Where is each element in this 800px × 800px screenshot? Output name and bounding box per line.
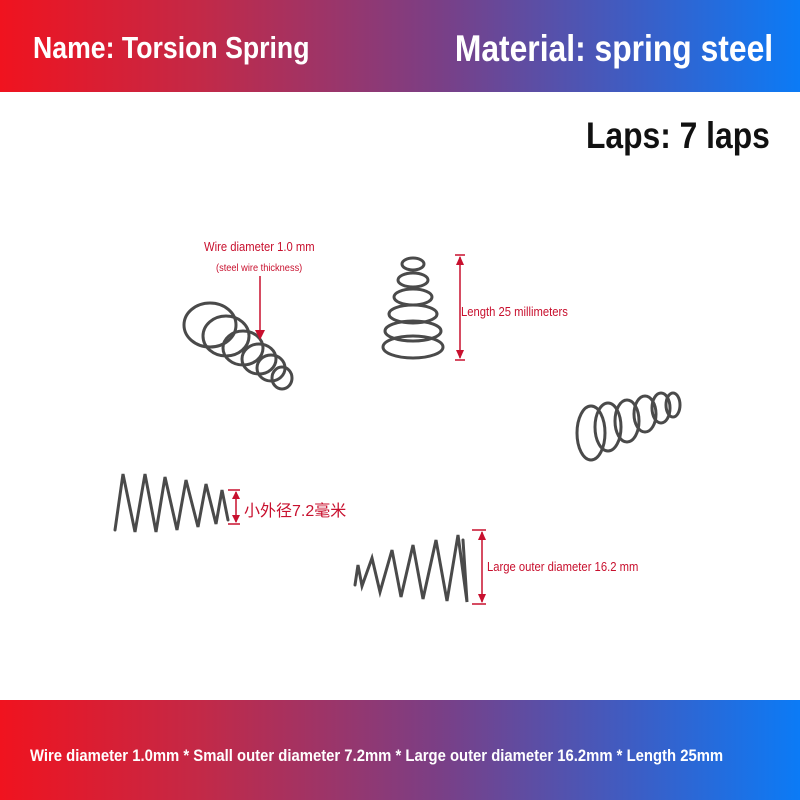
small-diameter-dimension bbox=[228, 489, 240, 525]
large-diameter-dimension bbox=[472, 529, 486, 605]
spec-summary: Wire diameter 1.0mm * Small outer diamet… bbox=[30, 747, 724, 765]
conical-spring-right bbox=[575, 391, 682, 462]
wire-diameter-arrow bbox=[255, 276, 265, 340]
footer-banner: Wire diameter 1.0mm * Small outer diamet… bbox=[0, 700, 800, 800]
length-dimension bbox=[455, 254, 465, 361]
product-material: Material: spring steel bbox=[454, 28, 773, 69]
cone-spring-side-left bbox=[113, 473, 230, 533]
wire-thickness-note: (steel wire thickness) bbox=[216, 262, 303, 274]
header-banner: Name: Torsion Spring Material: spring st… bbox=[0, 0, 800, 92]
large-outer-diameter-label: Large outer diameter 16.2 mm bbox=[487, 560, 639, 574]
length-label: Length 25 millimeters bbox=[461, 305, 568, 319]
product-name: Name: Torsion Spring bbox=[33, 30, 310, 65]
small-outer-diameter-label: 小外径7.2毫米 bbox=[244, 503, 347, 520]
conical-spring-upright bbox=[381, 256, 445, 360]
laps-label: Laps: 7 laps bbox=[586, 115, 770, 156]
cone-spring-side-bottom bbox=[353, 534, 469, 603]
wire-diameter-label: Wire diameter 1.0 mm bbox=[204, 240, 315, 254]
conical-spring-diagonal bbox=[182, 301, 294, 391]
